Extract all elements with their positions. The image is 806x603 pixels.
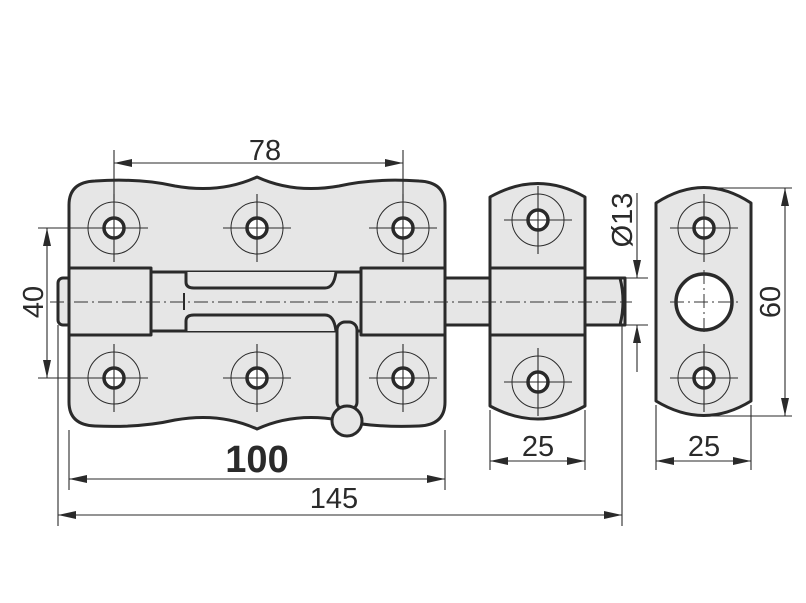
- dimension-lines: [38, 150, 792, 526]
- dim-label-keeper-25: 25: [522, 431, 554, 463]
- dim-label-diameter-13: Ø13: [607, 193, 639, 248]
- dim-label-78: 78: [249, 135, 281, 167]
- dim-label-100: 100: [225, 439, 288, 481]
- bolt-handle: [330, 320, 364, 438]
- keeper-bracket: [488, 182, 587, 421]
- dim-label-60: 60: [755, 286, 787, 318]
- dim-label-strike-25: 25: [688, 431, 720, 463]
- dim-label-40: 40: [18, 286, 50, 318]
- dim-label-145: 145: [310, 483, 358, 515]
- strike-plate: [654, 186, 753, 417]
